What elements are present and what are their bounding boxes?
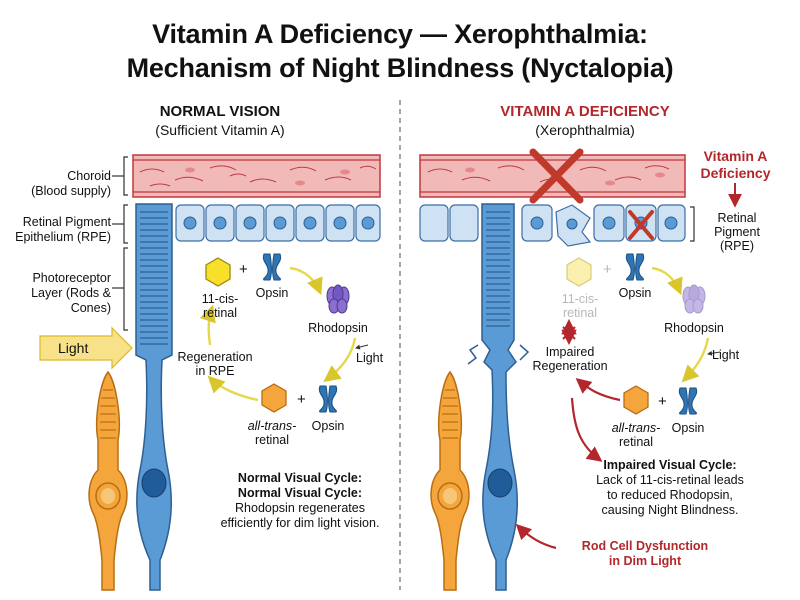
rod-cell-right bbox=[467, 203, 530, 591]
impaired-caption-line3: to reduced Rhodopsin, bbox=[607, 488, 733, 502]
deficiency-x-icon-large bbox=[529, 148, 584, 204]
rpe-layer-right bbox=[419, 204, 686, 247]
trans-retinal-label-left-line2: retinal bbox=[254, 433, 290, 447]
vitamin-a-deficiency-label-line1: Vitamin A bbox=[703, 148, 768, 164]
cone-cell-left bbox=[88, 370, 128, 591]
opsin-icon-top-left bbox=[262, 253, 282, 281]
cis-retinal-label-right-line2: retinal bbox=[562, 306, 598, 320]
impaired-caption-line4: causing Night Blindness. bbox=[601, 503, 739, 517]
rpe-label-right-line3: (RPE) bbox=[719, 239, 755, 253]
normal-caption-line1: Normal Visual Cycle: bbox=[237, 471, 363, 485]
light-cycle-label-right: Light bbox=[712, 348, 740, 362]
plus-sign-bottom-left: + bbox=[297, 391, 306, 408]
impaired-caption-line1: Impaired Visual Cycle: bbox=[603, 458, 737, 472]
choroid-label: Choroid bbox=[67, 169, 111, 183]
opsin-label-bottom-left: Opsin bbox=[311, 419, 345, 433]
light-arrow-left bbox=[39, 326, 133, 370]
rpe-layer-left bbox=[175, 204, 381, 242]
light-cycle-label-left: Light bbox=[356, 351, 384, 365]
impaired-regeneration-label-line2: Regeneration bbox=[532, 359, 608, 373]
rhodopsin-label-right: Rhodopsin bbox=[664, 321, 724, 335]
page-title-line2: Mechanism of Night Blindness (Nyctalopia… bbox=[126, 53, 674, 83]
impaired-caption-line2: Lack of 11-cis-retinal leads bbox=[596, 473, 744, 487]
rod-dysfunction-label-line1: Rod Cell Dysfunction bbox=[581, 539, 709, 553]
trans-retinal-icon-left bbox=[261, 383, 287, 413]
choroid-sublabel: (Blood supply) bbox=[31, 184, 111, 198]
opsin-label-top-left: Opsin bbox=[255, 286, 289, 300]
vitamin-a-deficiency-label-line2: Deficiency bbox=[700, 165, 771, 181]
photoreceptor-label-line2: Layer (Rods & bbox=[31, 286, 111, 300]
cis-retinal-label-left-line1: 11-cis- bbox=[201, 292, 239, 306]
deficiency-heading: VITAMIN A DEFICIENCY bbox=[500, 103, 670, 120]
rhodopsin-icon-right-faded bbox=[682, 284, 706, 314]
regeneration-label-line2: in RPE bbox=[195, 364, 235, 378]
layer-brackets-left bbox=[112, 156, 128, 331]
normal-vision-subheading: (Sufficient Vitamin A) bbox=[155, 122, 285, 138]
impaired-regeneration-label-line1: Impaired bbox=[545, 345, 595, 359]
deficiency-subheading: (Xerophthalmia) bbox=[535, 122, 635, 138]
deficiency-x-icon-small bbox=[628, 210, 654, 240]
rpe-label-line1: Retinal Pigment bbox=[22, 215, 111, 229]
rpe-label-line2: Epithelium (RPE) bbox=[15, 230, 111, 244]
rhodopsin-label-left: Rhodopsin bbox=[308, 321, 368, 335]
plus-sign-top-right: + bbox=[603, 261, 612, 278]
cycle-arrows-left bbox=[199, 266, 357, 402]
trans-retinal-label-left-line1: all-trans- bbox=[247, 419, 297, 433]
normal-caption-line4: efficiently for dim light vision. bbox=[220, 516, 380, 530]
impaired-x-icon bbox=[562, 326, 576, 340]
photoreceptor-label-line1: Photoreceptor bbox=[32, 271, 111, 285]
normal-caption-line2: Normal Visual Cycle: bbox=[237, 486, 363, 500]
photoreceptor-label-line3: Cones) bbox=[70, 301, 111, 315]
rpe-label-right-line1: Retinal bbox=[717, 211, 757, 225]
cis-retinal-icon-left bbox=[205, 257, 231, 287]
rhodopsin-icon-left bbox=[326, 284, 350, 314]
cycle-arrows-right bbox=[651, 266, 710, 383]
page-title-line1: Vitamin A Deficiency — Xerophthalmia: bbox=[152, 19, 648, 49]
trans-retinal-label-right-line2: retinal bbox=[618, 435, 654, 449]
trans-retinal-label-right-line1: all-trans- bbox=[611, 421, 661, 435]
cone-cell-right bbox=[430, 370, 470, 591]
cis-retinal-icon-right-faded bbox=[566, 257, 592, 287]
rpe-label-right-line2: Pigment bbox=[714, 225, 760, 239]
trans-retinal-icon-right bbox=[623, 385, 649, 415]
rod-cell-left bbox=[135, 203, 173, 591]
opsin-icon-top-right bbox=[625, 253, 645, 281]
choroid-layer-left bbox=[132, 154, 381, 198]
normal-vision-heading: NORMAL VISION bbox=[159, 103, 281, 120]
opsin-label-top-right: Opsin bbox=[618, 286, 652, 300]
rpe-bracket-right bbox=[690, 206, 695, 242]
impaired-arrows bbox=[515, 318, 621, 550]
plus-sign-bottom-right: + bbox=[658, 393, 667, 410]
plus-sign-top-left: + bbox=[239, 261, 248, 278]
light-label-left: Light bbox=[58, 340, 89, 356]
regeneration-label-line1: Regeneration bbox=[177, 350, 253, 364]
opsin-icon-bottom-right bbox=[678, 387, 698, 415]
rod-dysfunction-label-line2: in Dim Light bbox=[608, 554, 682, 568]
cis-retinal-label-left-line2: retinal bbox=[202, 306, 238, 320]
opsin-label-bottom-right: Opsin bbox=[671, 421, 705, 435]
cis-retinal-label-right-line1: 11-cis- bbox=[561, 292, 599, 306]
opsin-icon-bottom-left bbox=[318, 385, 338, 413]
normal-caption-line3: Rhodopsin regenerates bbox=[235, 501, 365, 515]
